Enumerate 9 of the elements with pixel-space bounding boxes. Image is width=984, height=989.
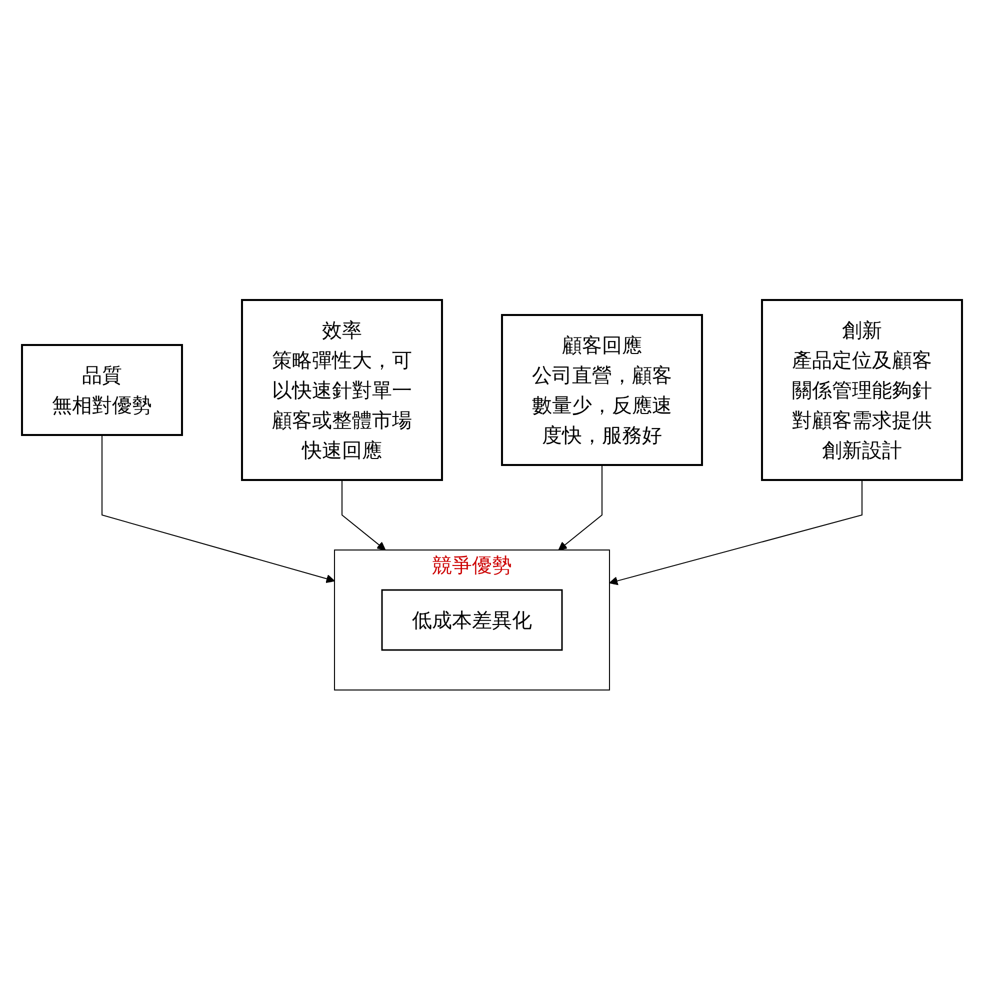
- node-box: 創新 產品定位及顧客關係管理能夠針對顧客需求提供創新設計: [761, 298, 963, 480]
- node-box: 低成本差異化: [381, 588, 563, 650]
- arrow: [609, 479, 862, 585]
- node-box: 品質 無相對優勢: [21, 344, 183, 436]
- arrow: [342, 479, 386, 550]
- node-box: 顧客回應 公司直營，顧客數量少，反應速度快，服務好: [501, 314, 703, 466]
- arrow: [102, 434, 335, 583]
- arrow: [558, 464, 602, 550]
- node-box: 效率 策略彈性大，可以快速針對單一顧客或整體市場快速回應: [241, 298, 443, 480]
